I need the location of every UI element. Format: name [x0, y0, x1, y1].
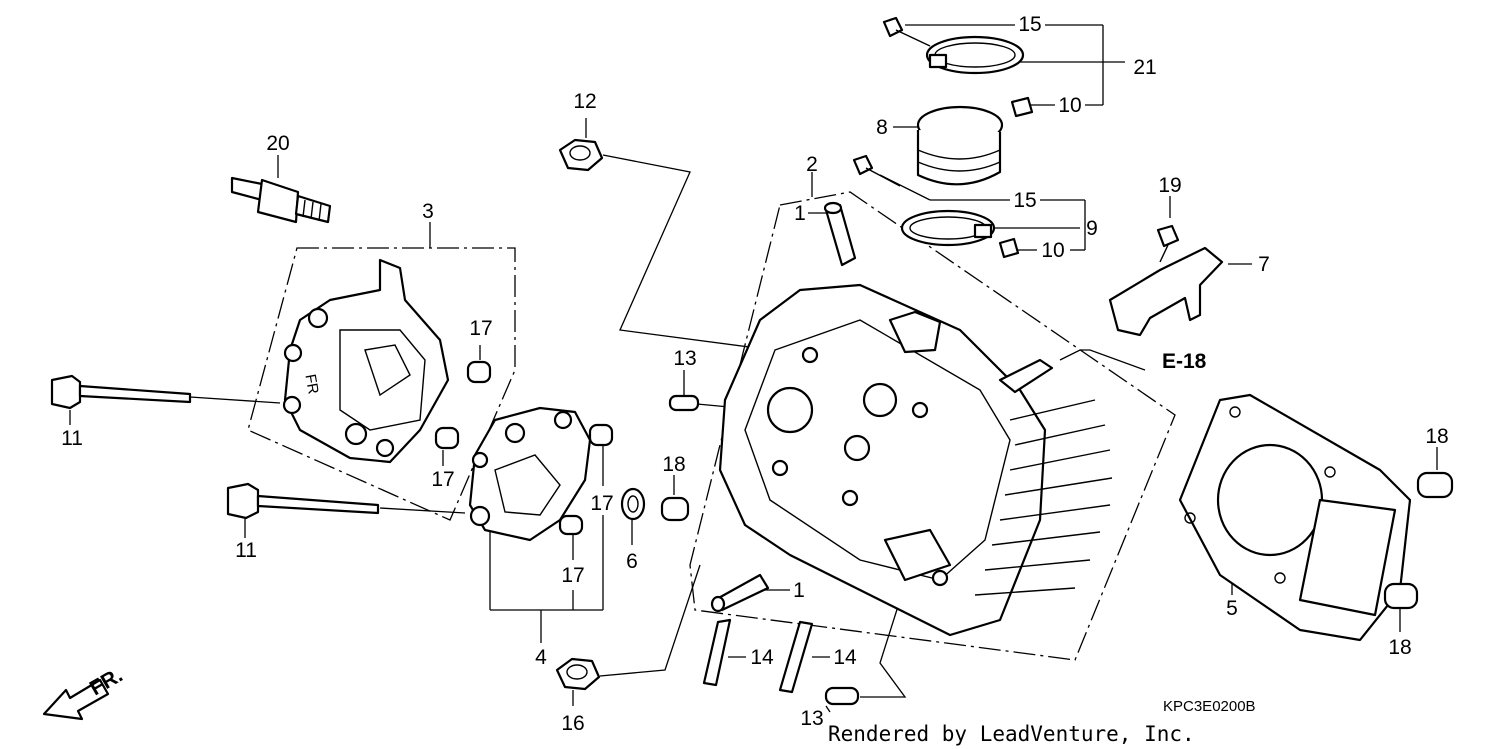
intake-insulator-part [916, 105, 1004, 186]
callout-19: 19 [1158, 174, 1181, 197]
cylinder-head-gasket-part [1178, 393, 1412, 642]
oil-seal-part [620, 487, 646, 521]
hose-band-top-part [925, 35, 1025, 75]
cap-nut-bottom-part [555, 657, 601, 691]
callout-10-mid: 10 [1041, 239, 1064, 262]
callout-17-d: 17 [561, 564, 584, 587]
callout-14-left: 14 [750, 646, 774, 669]
callout-18-mid: 18 [662, 453, 685, 476]
diagram-code: KPC3E0200B [1163, 698, 1256, 715]
callout-5: 5 [1226, 597, 1238, 620]
dowel-pin-13-part [668, 394, 860, 706]
rocker-arm-holder-part [468, 406, 592, 542]
callout-17-b: 17 [431, 468, 454, 491]
bracket-bolt-part [1156, 224, 1180, 263]
callout-20: 20 [266, 132, 289, 155]
dowel-pin-part [434, 360, 614, 536]
callout-10-top: 10 [1058, 94, 1081, 117]
callout-18-right-top: 18 [1425, 425, 1448, 448]
valve-guide-part [710, 201, 857, 613]
bracket-part [1108, 246, 1224, 337]
callout-13-left: 13 [673, 347, 696, 370]
callout-1-top: 1 [794, 202, 806, 225]
credit-text: Rendered by LeadVenture, Inc. [828, 722, 1195, 746]
hose-band-bottom-part [900, 209, 996, 247]
spark-plug-part [230, 176, 332, 224]
flange-bolt-bottom-part [226, 482, 380, 520]
callout-15-mid: 15 [1013, 189, 1036, 212]
callout-17-c: 17 [590, 492, 613, 515]
cap-nut-top-part [558, 138, 604, 172]
callout-18-right-bottom: 18 [1388, 636, 1411, 659]
callout-14-right: 14 [833, 646, 857, 669]
callout-8: 8 [876, 116, 888, 139]
callout-12: 12 [573, 90, 596, 113]
flange-bolt-top-part [50, 374, 192, 410]
callout-16: 16 [561, 712, 584, 735]
callout-11-bottom: 11 [235, 539, 257, 562]
callout-13-bottom: 13 [800, 707, 823, 730]
callout-15-top: 15 [1018, 13, 1041, 36]
callout-3: 3 [422, 200, 434, 223]
band-nut-part [998, 96, 1034, 259]
callout-11-top: 11 [61, 427, 83, 450]
reference-e18-label: E-18 [1162, 350, 1207, 373]
dowel-pin-right-part [1383, 471, 1454, 610]
callout-1-bottom: 1 [793, 579, 805, 602]
callout-6: 6 [626, 550, 638, 573]
front-direction-arrow-icon [42, 678, 110, 721]
stud-bolt-part [702, 618, 814, 694]
callout-7: 7 [1258, 253, 1270, 276]
housing-mark-label: FR [301, 373, 321, 396]
cylinder-head-part [718, 283, 1113, 637]
group-outline-cylinder-head [689, 191, 1176, 661]
callout-21: 21 [1133, 56, 1156, 79]
band-screw-part [852, 16, 931, 187]
dowel-pin-mid-part [660, 496, 690, 522]
callout-2: 2 [806, 153, 818, 176]
callout-17-a: 17 [469, 317, 492, 340]
camshaft-holder-part: FR [282, 258, 450, 464]
callout-4: 4 [535, 646, 547, 669]
leader-lines [69, 24, 1438, 713]
callout-9: 9 [1086, 217, 1098, 240]
